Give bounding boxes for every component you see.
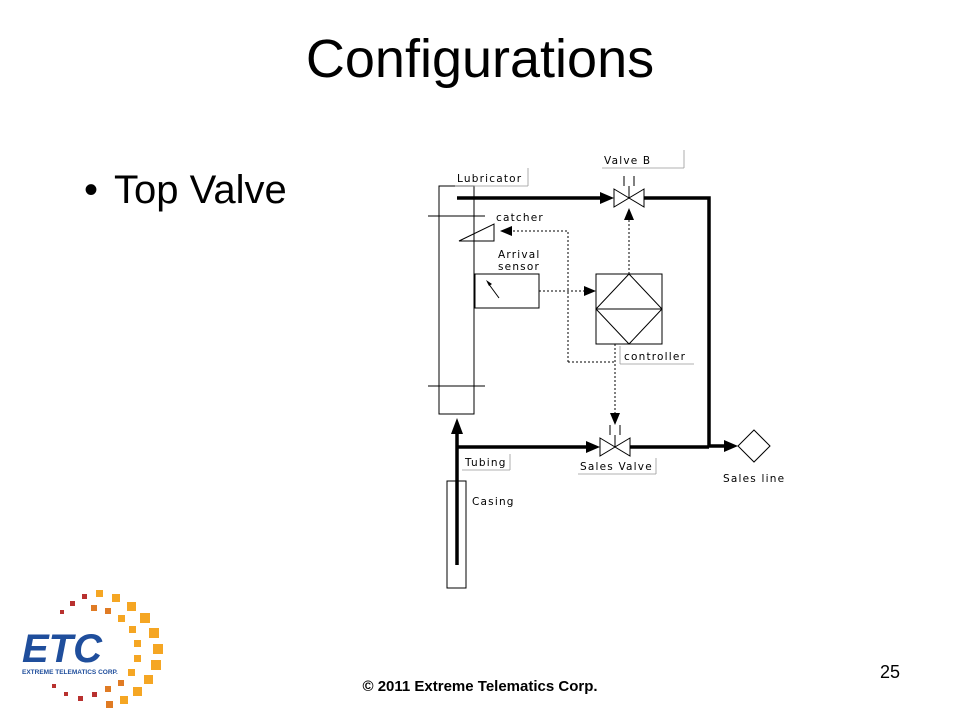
catcher-label: catcher — [496, 212, 544, 224]
signal-lines — [512, 220, 630, 414]
controller: controller — [595, 273, 694, 365]
sales-valve: Sales Valve — [578, 425, 657, 475]
lubricator-label-box: Lubricator — [455, 168, 529, 187]
logo-letters: ETC — [22, 627, 103, 671]
bullet-item: • Top Valve — [84, 168, 287, 213]
valve-b: Valve B — [602, 150, 685, 208]
valve-b-label: Valve B — [604, 155, 651, 167]
copyright-footer: © 2011 Extreme Telematics Corp. — [362, 678, 598, 695]
logo-tagline: EXTREME TELEMATICS CORP. — [22, 669, 118, 676]
bullet-text: Top Valve — [114, 168, 287, 212]
lubricator-label: Lubricator — [457, 173, 522, 185]
tubing-label: Tubing — [464, 457, 507, 469]
slide-title: Configurations — [305, 29, 655, 89]
etc-logo: ETC EXTREME TELEMATICS CORP. — [22, 590, 163, 708]
sales-valve-label: Sales Valve — [580, 461, 653, 473]
page-number: 25 — [880, 662, 901, 682]
arrival-sensor-label-line1: Arrival — [498, 249, 541, 261]
sales-line: Sales line — [723, 429, 785, 485]
flow-lines — [451, 192, 738, 565]
tubing-label-box: Tubing — [462, 454, 511, 471]
arrival-sensor: Arrival sensor — [474, 249, 541, 309]
controller-label: controller — [624, 351, 686, 363]
catcher-signal-line — [512, 230, 569, 362]
bullet-dot-icon: • — [84, 168, 99, 212]
arrival-sensor-label-line2: sensor — [498, 261, 540, 273]
catcher: catcher — [458, 212, 544, 242]
lubricator — [428, 185, 485, 415]
casing-label: Casing — [472, 496, 515, 508]
sales-line-label: Sales line — [723, 473, 785, 485]
logo-dots — [52, 590, 163, 708]
signal-arrowheads — [500, 208, 634, 425]
valve-b-to-sales-line — [644, 196, 725, 448]
